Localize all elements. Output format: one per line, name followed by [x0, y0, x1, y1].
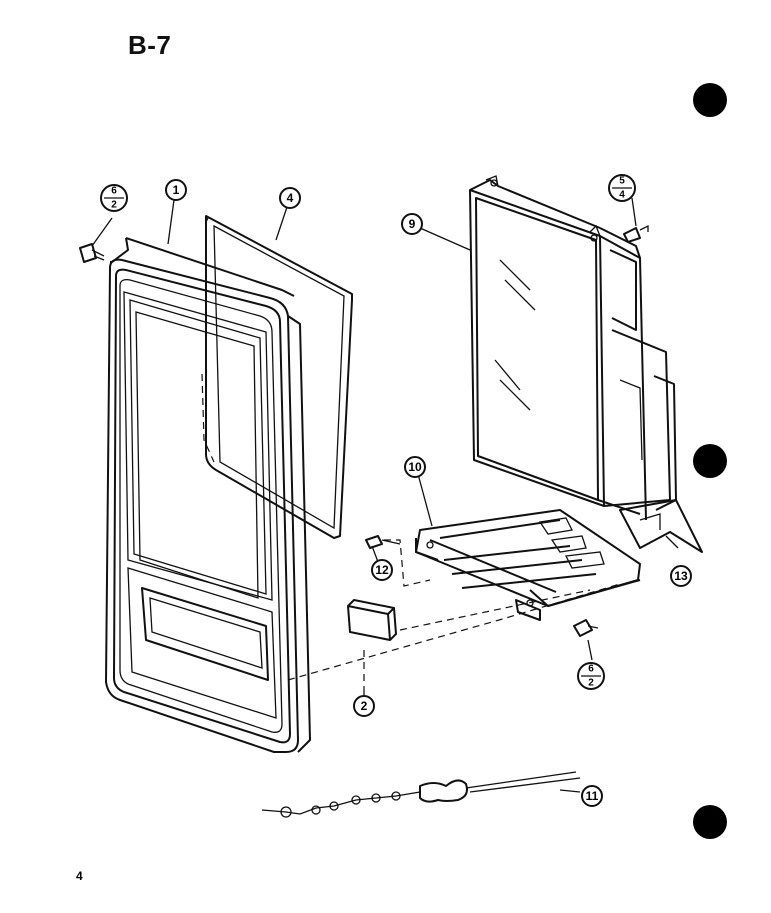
callout-2: 2: [353, 695, 375, 717]
punch-hole-bottom: [693, 805, 727, 839]
callout-11-label: 11: [586, 789, 599, 803]
screw-top-left-drawing: [79, 243, 105, 263]
callout-4: 4: [279, 187, 301, 209]
latch-drawing: [347, 599, 397, 641]
screw-callout-top-right-denominator: 4: [619, 190, 625, 201]
callout-2-label: 2: [361, 699, 368, 713]
callout-4-label: 4: [287, 191, 294, 205]
screw-callout-top-left: 6 2: [100, 184, 128, 212]
screw-callout-bottom: 6 2: [577, 662, 605, 690]
punch-hole-top: [693, 83, 727, 117]
door-frame-drawing: [105, 237, 311, 753]
screw-callout-top-right: 5 4: [608, 174, 636, 202]
wire-harness-drawing: [261, 771, 581, 818]
page-number: 4: [76, 869, 83, 883]
callout-13: 13: [670, 565, 692, 587]
page-title: B-7: [128, 30, 172, 60]
callout-9-label: 9: [409, 217, 416, 231]
screw-callout-top-left-numerator: 6: [111, 186, 117, 197]
callout-10: 10: [404, 456, 426, 478]
screw-callout-bottom-numerator: 6: [588, 664, 594, 675]
door-panel-drawing: [469, 175, 671, 521]
callout-1-label: 1: [173, 183, 180, 197]
leader-lines: [91, 197, 679, 793]
punch-hole-middle: [693, 444, 727, 478]
callout-12-label: 12: [375, 563, 389, 577]
callout-13-label: 13: [674, 569, 688, 583]
callout-11: 11: [581, 785, 603, 807]
screw-top-right-drawing: [623, 224, 649, 243]
screw-bottom-drawing: [573, 619, 599, 637]
callout-1: 1: [165, 179, 187, 201]
assembly-dashed-lines: [201, 373, 621, 690]
interlock-bracket-drawing: [619, 375, 703, 553]
clip-drawing: [365, 535, 401, 549]
callout-9: 9: [401, 213, 423, 235]
door-seal-drawing: [205, 215, 353, 539]
callout-12: 12: [371, 559, 393, 581]
screw-callout-bottom-denominator: 2: [588, 678, 594, 689]
screw-callout-top-right-numerator: 5: [619, 176, 625, 187]
switch-bracket-drawing: [415, 509, 641, 621]
callout-10-label: 10: [408, 460, 422, 474]
screw-callout-top-left-denominator: 2: [111, 200, 117, 211]
